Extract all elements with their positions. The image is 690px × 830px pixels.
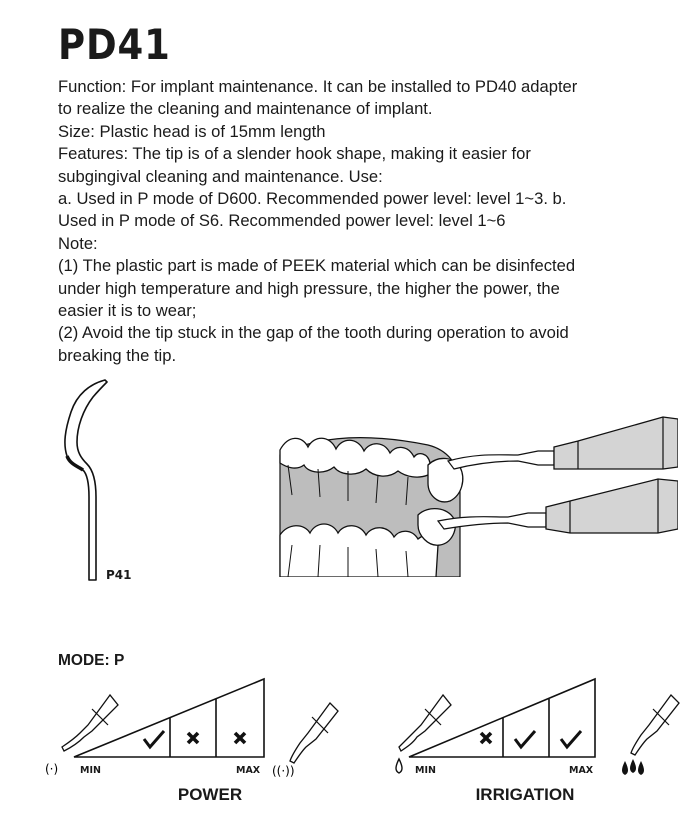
text-line: under high temperature and high pressure… [58, 278, 560, 298]
tip-label: P41 [106, 568, 132, 582]
handpiece-icon [289, 702, 339, 764]
check-icon [513, 730, 537, 750]
cross-icon [233, 731, 247, 745]
text-line: Function: For implant maintenance. It ca… [58, 77, 578, 96]
handpiece-icon [398, 693, 452, 752]
handpiece-icon [61, 693, 119, 752]
power-triangle: (·) ((·)) [45, 677, 339, 778]
text-line: Size: Plastic head is of 15mm length [58, 121, 326, 141]
description-text: Function: For implant maintenance. It ca… [58, 76, 678, 367]
min-label: MIN [415, 765, 436, 776]
text-line: (2) Avoid the tip stuck in the gap of th… [58, 323, 569, 343]
irrigation-gauge: MIN MAX IRRIGATION [385, 675, 685, 805]
mode-label: MODE: P [58, 652, 125, 669]
text-line: easier it is to wear; [58, 301, 197, 321]
text-line: subgingival cleaning and maintenance. Us… [58, 166, 383, 186]
text-line: Features: The tip is of a slender hook s… [58, 144, 531, 164]
tip-illustration [64, 379, 108, 581]
water-drop-icon [395, 757, 403, 774]
handpiece-icon [630, 694, 680, 756]
text-line: a. Used in P mode of D600. Recommended p… [58, 189, 567, 209]
vibration-high-icon: ((·)) [272, 764, 295, 778]
cross-icon [186, 731, 200, 745]
min-label: MIN [80, 765, 101, 776]
power-caption: POWER [177, 785, 243, 804]
water-drops-icon [622, 759, 644, 775]
cross-icon [479, 731, 493, 745]
max-label: MAX [569, 765, 594, 776]
irrigation-caption: IRRIGATION [475, 785, 575, 804]
text-line: to realize the cleaning and maintenance … [58, 99, 433, 119]
text-line: breaking the tip. [58, 345, 177, 365]
check-icon [559, 730, 583, 750]
power-gauge: (·) ((·)) MIN MAX POWER [40, 675, 340, 805]
text-line: (1) The plastic part is made of PEEK mat… [58, 256, 576, 276]
vibration-low-icon: (·) [45, 762, 58, 776]
check-icon [142, 730, 166, 750]
max-label: MAX [236, 765, 261, 776]
irrigation-triangle [395, 677, 680, 775]
text-line: Note: [58, 233, 98, 253]
product-title: PD41 [58, 20, 171, 69]
text-line: Used in P mode of S6. Recommended power … [58, 211, 506, 231]
mouth-illustration [279, 416, 678, 577]
